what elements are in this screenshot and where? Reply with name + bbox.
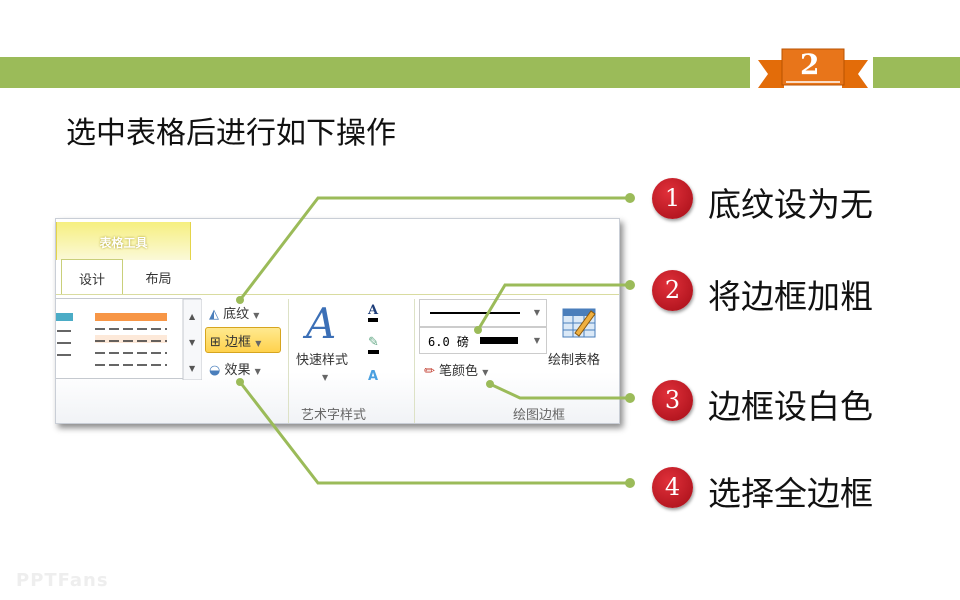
callout-number-4: 4: [652, 467, 693, 508]
quick-styles-button[interactable]: 快速样式: [296, 353, 349, 368]
callout-text-4: 选择全边框: [708, 474, 873, 513]
wordart-styles-label: 艺术字样式: [301, 408, 367, 423]
draw-borders-label: 绘图边框: [513, 408, 566, 423]
callout-number-2: 2: [652, 270, 693, 311]
callout-text-3: 边框设白色: [708, 387, 873, 426]
context-tab-table-tools: 表格工具: [56, 222, 191, 260]
text-fill-button[interactable]: A: [368, 303, 379, 322]
tab-divider: [56, 294, 619, 295]
svg-text:▲: ▲: [189, 312, 196, 321]
group-divider: [288, 299, 289, 423]
header-bar-left: [0, 57, 750, 88]
text-effects-button[interactable]: A: [368, 369, 379, 384]
callout-line-2: [476, 283, 630, 331]
all-borders-icon: ⊞: [210, 335, 221, 350]
header-bar-right: [873, 57, 960, 88]
callout-number-1: 1: [652, 178, 693, 219]
number-ribbon-badge: [758, 48, 868, 88]
pen-icon: ✏: [424, 364, 435, 379]
effects-button[interactable]: ◒ 效果 ▼: [209, 363, 261, 378]
callout-line-4: [238, 381, 630, 485]
shading-button[interactable]: ◭ 底纹 ▼: [209, 307, 260, 322]
callout-line-1: [238, 196, 630, 301]
table-style-thumbnails: ▲ ▼ ▼: [56, 298, 203, 381]
tab-design[interactable]: 设计: [61, 259, 123, 295]
table-style-gallery[interactable]: ▲ ▼ ▼: [56, 298, 203, 381]
quick-styles-dropdown[interactable]: ▼: [322, 373, 329, 382]
ribbon-screenshot: 表格工具 设计 布局 ▲ ▼ ▼ ◭ 底纹 ▼ ⊞ 边框 ▼ ◒ 效果 ▼ A 快速…: [55, 218, 620, 424]
callout-text-2: 将边框加粗: [708, 277, 873, 316]
slide-number: 2: [800, 48, 820, 81]
effects-icon: ◒: [209, 363, 221, 378]
pen-color-button[interactable]: ✏ 笔颜色 ▼: [424, 364, 489, 379]
draw-table-icon: [562, 308, 596, 338]
slide-title: 选中表格后进行如下操作: [66, 116, 396, 151]
tab-layout[interactable]: 布局: [145, 272, 172, 287]
svg-text:▼: ▼: [189, 364, 196, 373]
callout-number-3: 3: [652, 380, 693, 421]
paint-bucket-icon: ◭: [209, 307, 219, 322]
line-weight-select[interactable]: 6.0 磅 ▼: [419, 327, 547, 354]
borders-button[interactable]: ⊞ 边框 ▼: [205, 327, 281, 353]
svg-text:▼: ▼: [189, 338, 196, 347]
wordart-a-icon: A: [306, 299, 337, 348]
watermark-logo: PPTFans: [16, 570, 109, 591]
text-outline-button[interactable]: ✎: [368, 335, 379, 354]
group-divider: [414, 299, 415, 423]
callout-line-3: [489, 382, 630, 400]
draw-table-button[interactable]: 绘制表格: [548, 353, 601, 368]
callout-text-1: 底纹设为无: [708, 185, 873, 224]
